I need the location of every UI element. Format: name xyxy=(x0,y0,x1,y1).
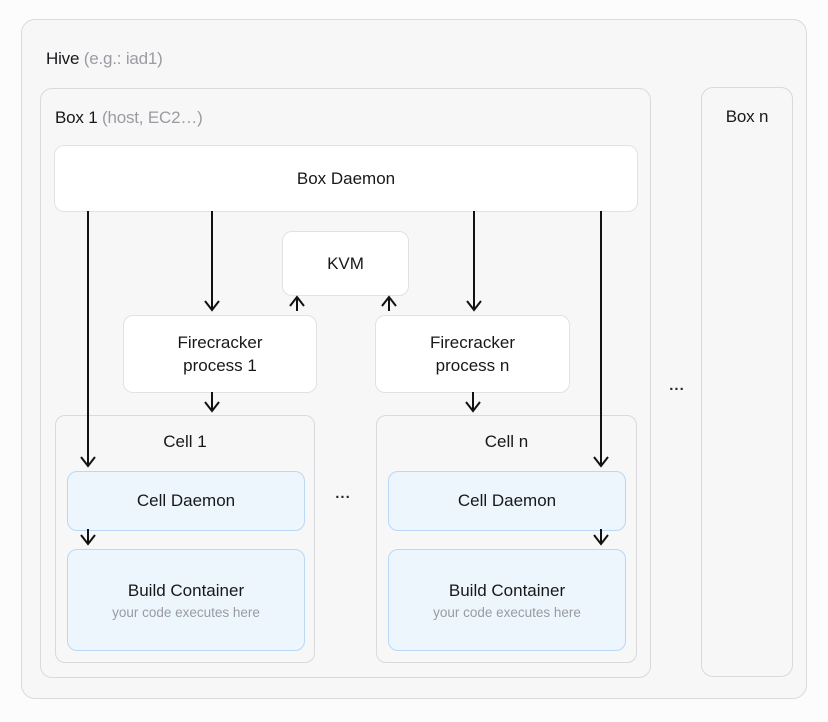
kvm-node: KVM xyxy=(282,231,409,296)
cell-1-container: Cell 1 Cell Daemon Build Container your … xyxy=(55,415,315,663)
cell-1-build-label: Build Container xyxy=(127,580,245,600)
cell-n-build-container-node: Build Container your code executes here xyxy=(388,549,626,651)
kvm-label: KVM xyxy=(327,254,364,273)
hive-title: Hive xyxy=(46,49,80,68)
cell-1-title: Cell 1 xyxy=(163,432,207,451)
firecracker-1-line2: process 1 xyxy=(183,356,257,375)
firecracker-process-1-node: Firecracker process 1 xyxy=(123,315,317,393)
box-daemon-node: Box Daemon xyxy=(54,145,638,212)
cell-1-build-sublabel: your code executes here xyxy=(112,604,260,620)
firecracker-process-n-node: Firecracker process n xyxy=(375,315,570,393)
hive-label: Hive (e.g.: iad1) xyxy=(46,47,163,71)
box-n-label: Box n xyxy=(725,107,769,126)
cell-1-build-container-node: Build Container your code executes here xyxy=(67,549,305,651)
box-daemon-label: Box Daemon xyxy=(296,169,396,188)
box-n-container: Box n xyxy=(701,87,793,677)
cell-n-title: Cell n xyxy=(484,432,529,451)
box-1-title: Box 1 xyxy=(55,108,98,127)
cell-n-daemon-label: Cell Daemon xyxy=(457,491,557,510)
ellipsis-between-cells: ... xyxy=(335,485,351,502)
firecracker-n-line2: process n xyxy=(435,356,510,375)
cell-1-daemon-label: Cell Daemon xyxy=(136,491,236,510)
cell-n-daemon-node: Cell Daemon xyxy=(388,471,626,531)
cell-n-container: Cell n Cell Daemon Build Container your … xyxy=(376,415,637,663)
firecracker-n-line1: Firecracker xyxy=(429,333,515,352)
cell-n-build-sublabel: your code executes here xyxy=(433,604,581,620)
box-1-container: Box 1 (host, EC2…) Box Daemon KVM Firecr… xyxy=(40,88,651,678)
ellipsis-between-boxes: ... xyxy=(669,377,685,394)
hive-subtitle: (e.g.: iad1) xyxy=(83,49,163,68)
cell-1-daemon-node: Cell Daemon xyxy=(67,471,305,531)
cell-n-build-label: Build Container xyxy=(448,580,566,600)
hive-container: Hive (e.g.: iad1) Box 1 (host, EC2…) Box… xyxy=(21,19,807,699)
firecracker-1-line1: Firecracker xyxy=(177,333,263,352)
box-1-subtitle: (host, EC2…) xyxy=(102,108,203,127)
box-1-label: Box 1 (host, EC2…) xyxy=(55,106,203,130)
